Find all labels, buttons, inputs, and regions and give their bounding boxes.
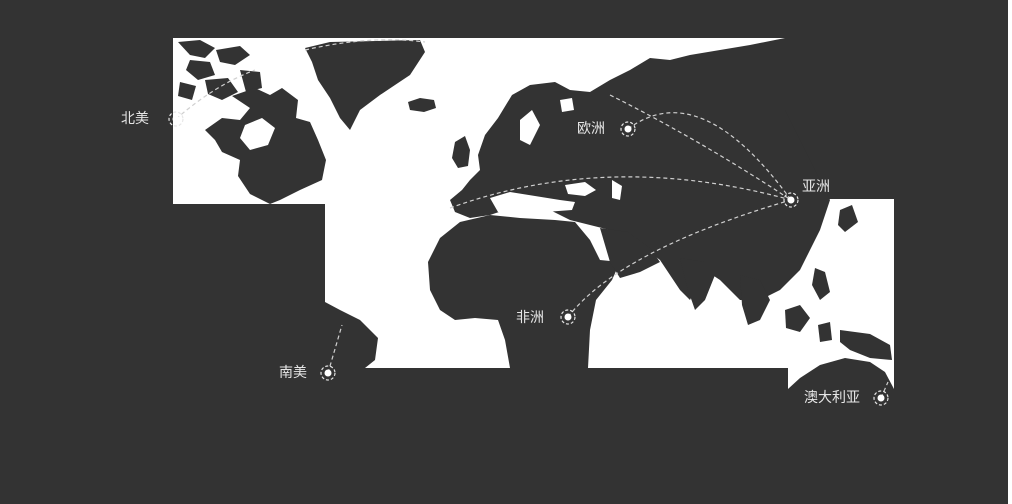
land-masses [178, 38, 894, 389]
route-south-america [327, 324, 343, 374]
marker-asia[interactable] [783, 192, 799, 208]
marker-south-america[interactable] [320, 365, 336, 381]
route-westeurope-asia [449, 176, 792, 209]
route-africa-asia [567, 199, 792, 318]
routes [175, 39, 889, 399]
label-europe: 欧洲 [577, 121, 605, 137]
label-south-america: 南美 [279, 365, 307, 381]
marker-north-america[interactable] [168, 111, 184, 127]
markers [168, 111, 889, 406]
route-north-america [175, 69, 256, 120]
label-australia: 澳大利亚 [804, 390, 860, 406]
label-north-america: 北美 [121, 111, 149, 127]
label-asia: 亚洲 [802, 179, 830, 195]
marker-africa[interactable] [560, 309, 576, 325]
marker-australia[interactable] [873, 390, 889, 406]
label-africa: 非洲 [516, 310, 544, 326]
route-greenland [304, 39, 426, 51]
route-russia-asia [609, 94, 792, 201]
edge-strip [1008, 0, 1012, 504]
marker-europe[interactable] [620, 121, 636, 137]
